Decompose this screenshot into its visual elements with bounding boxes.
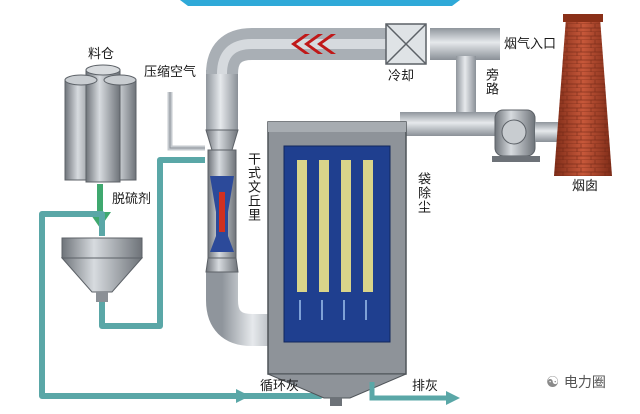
desulfurizer-label: 脱硫剂	[112, 192, 152, 207]
chimney	[554, 14, 612, 176]
discharge-line	[369, 382, 450, 401]
compressed-air-line	[167, 92, 205, 151]
flue-duct-main	[206, 28, 510, 346]
venturi-reactor	[205, 129, 239, 273]
watermark-text: 电力圈	[563, 375, 606, 391]
discharge-label: 排灰	[412, 379, 439, 394]
silo-label: 料仓	[88, 47, 115, 62]
discharge-arrow-head	[446, 391, 460, 405]
cooler-unit	[385, 23, 427, 65]
feed-arrow-shaft	[97, 184, 103, 214]
bypass-label: 旁路	[483, 68, 498, 96]
chimney-label: 烟囱	[572, 179, 599, 194]
bag-filter-housing	[267, 121, 407, 406]
watermark: ☯ 电力圈	[546, 372, 606, 392]
silo-tanks	[64, 64, 137, 183]
feed-hopper	[60, 237, 144, 302]
recycle-ash-label: 循环灰	[260, 379, 300, 394]
top-accent-strip	[180, 0, 460, 6]
wechat-icon: ☯	[546, 373, 560, 391]
bag-filter-label: 袋除尘	[415, 172, 430, 214]
flow-direction-arrows	[291, 34, 336, 54]
compressed-air-label: 压缩空气	[144, 65, 197, 80]
cooling-label: 冷却	[388, 69, 415, 84]
recycle-ash-arrow-head	[236, 389, 250, 403]
venturi-label: 干式文丘里	[245, 152, 260, 222]
flue-gas-inlet-label: 烟气入口	[504, 37, 557, 52]
